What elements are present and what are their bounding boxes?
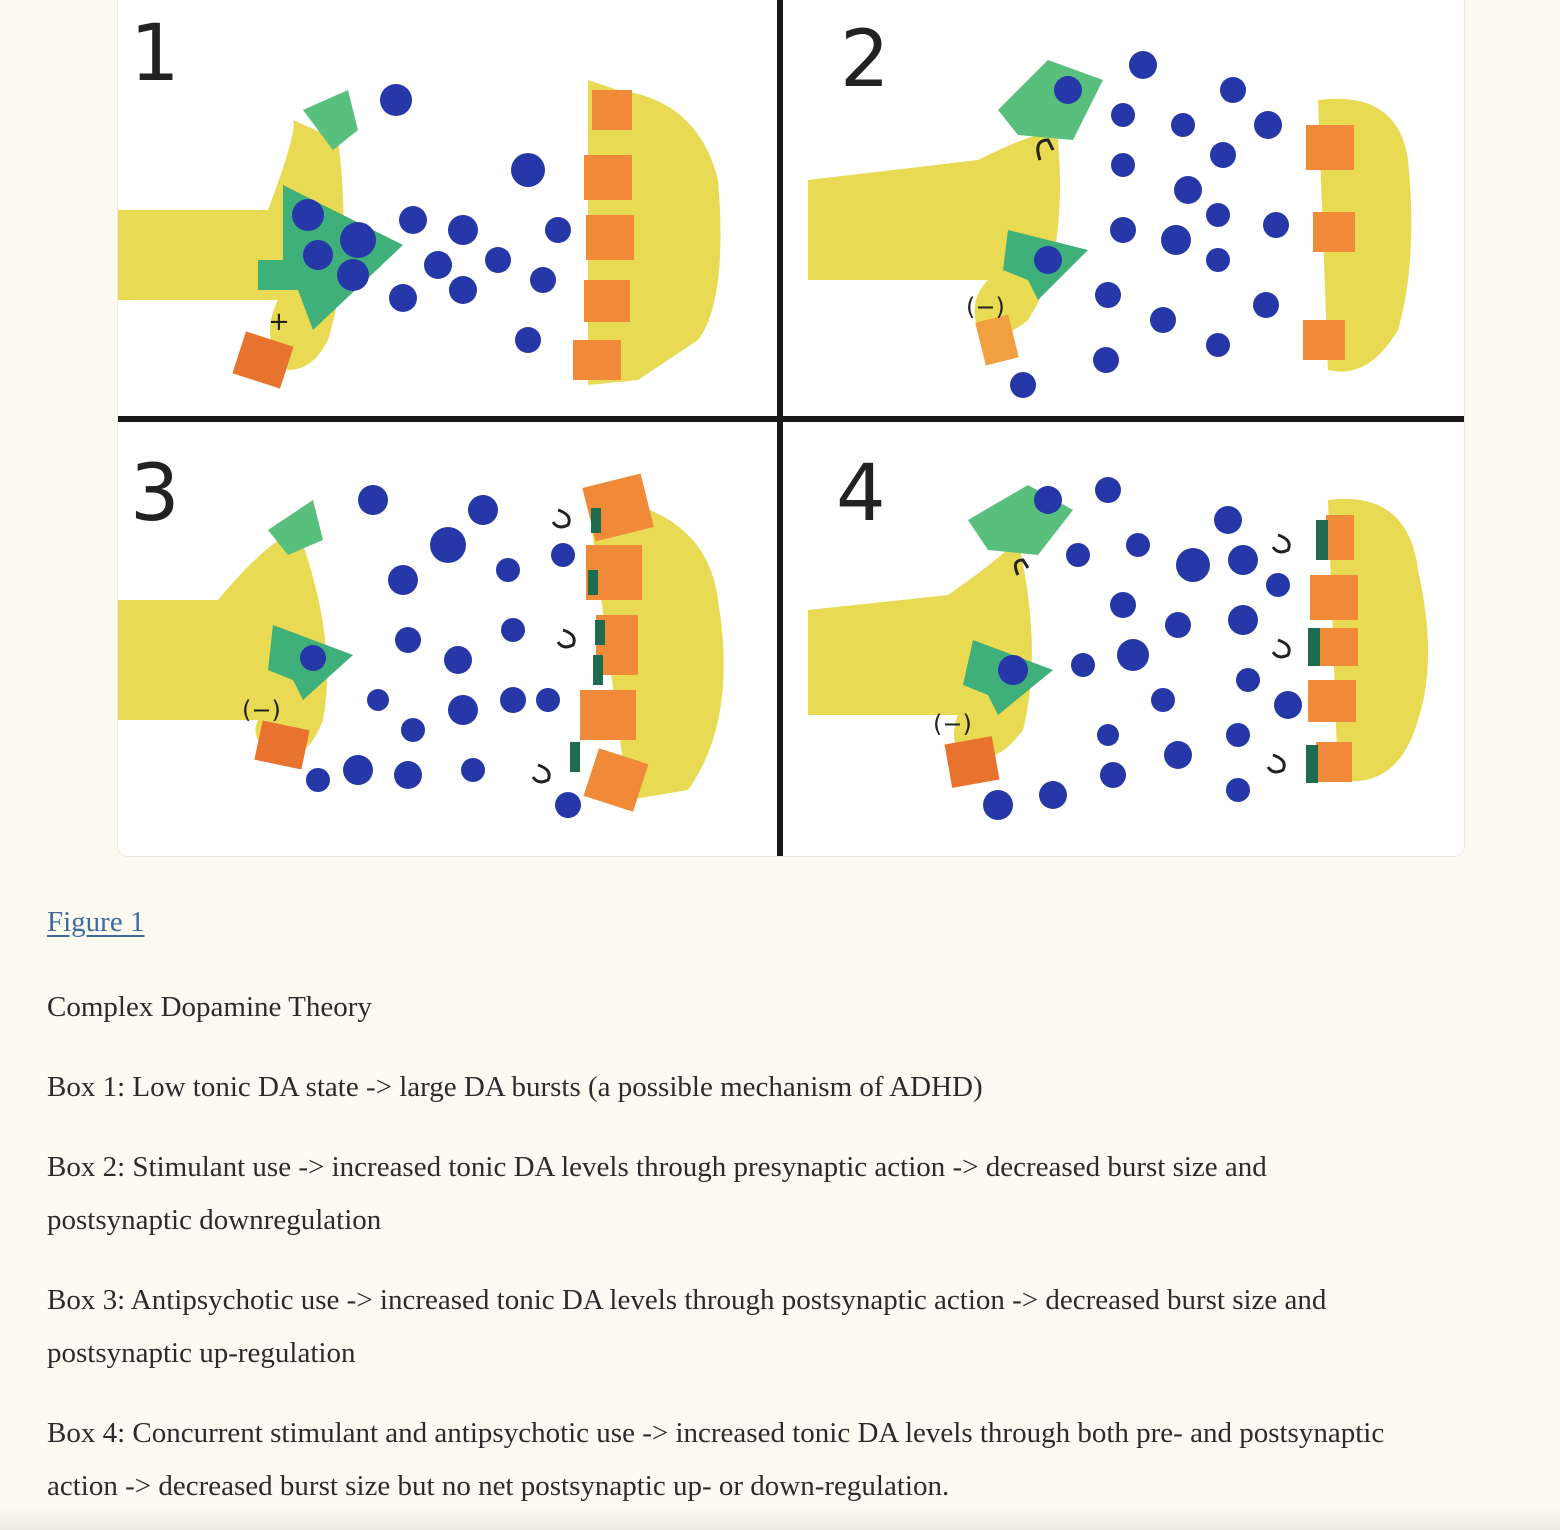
panel-4-sign: (−) [933, 710, 972, 738]
bottom-fade [0, 1504, 1560, 1530]
panel-1-sign: + [268, 307, 290, 337]
panel-2: 2 (−) [808, 15, 1412, 398]
dopamine-diagram: 1 + 2 [118, 0, 1464, 856]
dopamine-molecules [1010, 51, 1289, 398]
autoreceptor-icon [232, 331, 294, 389]
reuptake-block-arrow-icon [1036, 138, 1055, 161]
dopamine-molecules [983, 477, 1302, 820]
recycle-arrow-icons [1013, 533, 1291, 774]
autoreceptor-icon [975, 314, 1019, 366]
caption-box-4: Box 4: Concurrent stimulant and antipsyc… [47, 1407, 1527, 1513]
antipsychotic-blockers [570, 508, 605, 772]
dopamine-molecules [300, 485, 581, 818]
caption-box-3-line-2: postsynaptic up-regulation [47, 1337, 356, 1369]
recycle-arrow-icons [531, 508, 576, 784]
presynaptic-terminal [118, 120, 344, 370]
panel-3-label: 3 [130, 449, 180, 539]
caption-box-3: Box 3: Antipsychotic use -> increased to… [47, 1274, 1527, 1380]
panel-4: 4 (−) [808, 449, 1428, 820]
presynaptic-terminal [118, 530, 328, 760]
autoreceptor-icon [944, 736, 1000, 788]
panel-2-label: 2 [840, 15, 890, 105]
presynaptic-terminal [808, 540, 1032, 761]
transporter-icon [998, 60, 1103, 140]
figure-title: Complex Dopamine Theory [47, 991, 372, 1023]
caption-box-1: Box 1: Low tonic DA state -> large DA bu… [47, 1071, 983, 1103]
transporter-icon [268, 500, 323, 555]
panel-1: 1 + [118, 9, 721, 389]
transporter-icon [303, 90, 358, 150]
panel-1-label: 1 [130, 9, 180, 99]
panel-3: 3 (−) [118, 449, 724, 818]
panel-4-label: 4 [836, 449, 886, 539]
dopamine-molecules [292, 84, 571, 353]
receptor-group [573, 90, 634, 380]
caption-box-2-line-2: postsynaptic downregulation [47, 1204, 382, 1236]
presynaptic-terminal [808, 133, 1060, 336]
panel-2-sign: (−) [966, 293, 1005, 321]
caption-box-3-line-1: Box 3: Antipsychotic use -> increased to… [47, 1284, 1327, 1316]
figure-link[interactable]: Figure 1 [47, 906, 145, 938]
autoreceptor-icon [254, 720, 310, 770]
figure-image: 1 + 2 [118, 0, 1464, 856]
caption-box-2: Box 2: Stimulant use -> increased tonic … [47, 1141, 1527, 1247]
caption-box-2-line-1: Box 2: Stimulant use -> increased tonic … [47, 1151, 1267, 1183]
caption-box-4-line-1: Box 4: Concurrent stimulant and antipsyc… [47, 1417, 1385, 1449]
receptor-group [1303, 125, 1355, 360]
antipsychotic-blockers [1306, 520, 1328, 783]
caption-box-4-line-2: action -> decreased burst size but no ne… [47, 1470, 950, 1502]
receptor-group [1308, 515, 1358, 782]
panel-3-sign: (−) [242, 696, 281, 724]
